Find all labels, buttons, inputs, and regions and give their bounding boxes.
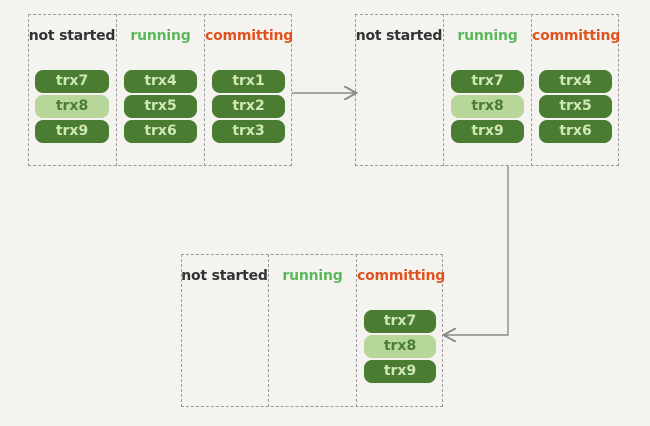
- column-title: committing: [205, 28, 294, 44]
- trx-item: trx1: [212, 70, 285, 93]
- column-committing: committing trx4 trx5 trx6: [531, 14, 621, 166]
- trx-stack: trx4 trx5 trx6: [539, 70, 612, 145]
- trx-item: trx5: [539, 95, 612, 118]
- trx-stack: trx1 trx2 trx3: [212, 70, 285, 145]
- trx-item: trx4: [124, 70, 197, 93]
- column-title: not started: [355, 28, 443, 44]
- arrow-stage2-to-stage3: [445, 166, 509, 335]
- trx-item: trx8: [451, 95, 524, 118]
- trx-stack: trx7 trx8 trx9: [364, 310, 436, 385]
- trx-item: trx9: [35, 120, 109, 143]
- column-title: running: [457, 28, 518, 44]
- column-title: not started: [28, 28, 116, 44]
- column-title: not started: [181, 268, 268, 284]
- trx-item: trx5: [124, 95, 197, 118]
- trx-stack: trx4 trx5 trx6: [124, 70, 197, 145]
- trx-stack: trx7 trx8 trx9: [451, 70, 524, 145]
- column-running: running trx7 trx8 trx9: [443, 14, 531, 166]
- column-running: running trx4 trx5 trx6: [116, 14, 204, 166]
- trx-item: trx2: [212, 95, 285, 118]
- trx-item: trx7: [364, 310, 436, 333]
- trx-stack: trx7 trx8 trx9: [35, 70, 109, 145]
- column-title: running: [282, 268, 343, 284]
- trx-item: trx8: [364, 335, 436, 358]
- trx-item: trx4: [539, 70, 612, 93]
- trx-item: trx6: [124, 120, 197, 143]
- column-not-started: not started: [181, 254, 268, 407]
- trx-item: trx7: [35, 70, 109, 93]
- column-not-started: not started trx7 trx8 trx9: [28, 14, 116, 166]
- trx-item: trx9: [451, 120, 524, 143]
- trx-item: trx9: [364, 360, 436, 383]
- column-running: running: [268, 254, 356, 407]
- column-committing: committing trx1 trx2 trx3: [204, 14, 294, 166]
- trx-item: trx6: [539, 120, 612, 143]
- column-committing: committing trx7 trx8 trx9: [356, 254, 446, 407]
- trx-item: trx7: [451, 70, 524, 93]
- trx-item: trx8: [35, 95, 109, 118]
- column-title: committing: [532, 28, 621, 44]
- column-title: running: [130, 28, 191, 44]
- trx-item: trx3: [212, 120, 285, 143]
- stage-1: not started trx7 trx8 trx9 running trx4 …: [28, 14, 294, 166]
- column-not-started: not started: [355, 14, 443, 166]
- column-title: committing: [357, 268, 446, 284]
